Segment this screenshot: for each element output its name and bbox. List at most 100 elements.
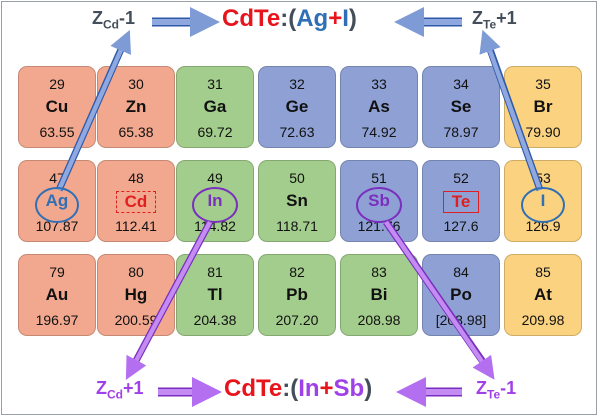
atomic-mass: 126.9 xyxy=(525,218,561,234)
atomic-mass: 208.98 xyxy=(357,312,401,328)
element-symbol: Zn xyxy=(125,97,147,116)
host-compound: CdTe xyxy=(224,375,283,402)
element-symbol: Se xyxy=(450,97,472,116)
element-symbol-boxed: Cd xyxy=(115,191,157,213)
element-symbol: Au xyxy=(45,285,69,304)
element-tile-se: 34 Se 78.97 xyxy=(422,66,500,148)
element-tile-ge: 32 Ge 72.63 xyxy=(258,66,336,148)
element-tile-zn: 30 Zn 65.38 xyxy=(97,66,175,148)
atomic-mass: 204.38 xyxy=(193,312,237,328)
element-tile-ga: 31 Ga 69.72 xyxy=(176,66,254,148)
element-symbol: Tl xyxy=(207,285,223,304)
atomic-number: 48 xyxy=(128,170,144,186)
atomic-number: 34 xyxy=(453,76,469,92)
atomic-number: 79 xyxy=(49,264,65,280)
arrow-sb-to-zte xyxy=(384,220,495,380)
atomic-mass: 209.98 xyxy=(521,312,565,328)
atomic-number: 82 xyxy=(289,264,305,280)
atomic-number: 32 xyxy=(289,76,305,92)
element-symbol: Pb xyxy=(286,285,308,304)
circle-in xyxy=(192,187,238,223)
element-symbol: I xyxy=(540,191,546,210)
z-te-plus-label: ZTe+1 xyxy=(472,8,517,32)
element-tile-cd: 48 Cd 112.41 xyxy=(97,160,175,242)
z-te-minus-label: ZTe-1 xyxy=(476,378,517,402)
atomic-number: 49 xyxy=(207,170,223,186)
eq-colon: :( xyxy=(282,375,299,402)
circle-sb xyxy=(356,187,402,223)
arrow-ag-to-zcd xyxy=(56,29,132,191)
atomic-number: 33 xyxy=(371,76,387,92)
atomic-number: 84 xyxy=(453,264,469,280)
element-symbol: Ga xyxy=(203,97,227,116)
atomic-mass: 118.71 xyxy=(276,218,318,234)
element-symbol: As xyxy=(368,97,390,116)
z-cd-minus-label: ZCd-1 xyxy=(92,8,136,32)
atomic-number: 51 xyxy=(371,170,387,186)
host-compound: CdTe xyxy=(222,5,281,32)
atomic-mass: 65.38 xyxy=(118,124,154,140)
element-tile-pb: 82 Pb 207.20 xyxy=(258,254,336,336)
element-symbol: Ge xyxy=(285,97,309,116)
atomic-number: 81 xyxy=(207,264,223,280)
eq-close: ) xyxy=(348,5,357,32)
element-tile-au: 79 Au 196.97 xyxy=(18,254,96,336)
dopant-b: Sb xyxy=(333,375,365,402)
atomic-mass: 69.72 xyxy=(197,124,233,140)
z-cd-plus-label: ZCd+1 xyxy=(96,378,144,402)
element-tile-sb: 51 Sb 121.76 xyxy=(340,160,418,242)
atomic-mass: 196.97 xyxy=(35,312,79,328)
atomic-number: 30 xyxy=(128,76,144,92)
element-symbol: Sb xyxy=(368,191,390,210)
atomic-mass: 79.90 xyxy=(525,124,561,140)
atomic-mass: 72.63 xyxy=(279,124,315,140)
atomic-number: 85 xyxy=(535,264,551,280)
element-tile-hg: 80 Hg 200.59 xyxy=(97,254,175,336)
element-tile-te: 52 Te 127.6 xyxy=(422,160,500,242)
atomic-mass: 74.92 xyxy=(361,124,397,140)
atomic-mass: 127.6 xyxy=(443,218,479,234)
atomic-mass: 112.41 xyxy=(115,218,157,234)
element-symbol: At xyxy=(534,285,552,304)
atomic-number: 31 xyxy=(207,76,223,92)
atomic-number: 29 xyxy=(49,76,65,92)
atomic-mass: 78.97 xyxy=(443,124,479,140)
element-symbol: Cu xyxy=(45,97,69,116)
dopant-b: I xyxy=(342,5,349,32)
element-tile-as: 33 As 74.92 xyxy=(340,66,418,148)
eq-colon: :( xyxy=(280,5,297,32)
element-tile-i: 53 I 126.9 xyxy=(504,160,582,242)
atomic-mass: 207.20 xyxy=(275,312,319,328)
dopant-a: In xyxy=(298,375,320,402)
atomic-number: 35 xyxy=(535,76,551,92)
dopant-a: Ag xyxy=(296,5,329,32)
atomic-mass: 107.87 xyxy=(35,218,79,234)
element-symbol: Bi xyxy=(370,285,388,304)
element-symbol: Hg xyxy=(124,285,148,304)
element-tile-bi: 83 Bi 208.98 xyxy=(340,254,418,336)
atomic-number: 80 xyxy=(128,264,144,280)
arrow-i-to-zte xyxy=(479,29,543,191)
plus-sign: + xyxy=(319,375,334,402)
plus-sign: + xyxy=(328,5,343,32)
element-symbol: In xyxy=(207,191,223,210)
circle-i xyxy=(521,187,565,223)
element-symbol-boxed: Te xyxy=(442,191,480,213)
atomic-number: 50 xyxy=(289,170,305,186)
atomic-number: 52 xyxy=(453,170,469,186)
atomic-mass: 63.55 xyxy=(39,124,75,140)
element-symbol: Sn xyxy=(286,191,308,210)
bottom-equation: CdTe:(In+Sb) xyxy=(224,375,372,403)
element-tile-sn: 50 Sn 118.71 xyxy=(258,160,336,242)
element-symbol: Po xyxy=(450,285,472,304)
element-symbol: Br xyxy=(533,97,553,116)
element-symbol: Ag xyxy=(45,191,69,210)
arrow-in-to-zcd xyxy=(125,220,212,380)
circle-ag xyxy=(35,187,79,223)
atomic-mass: 200.59 xyxy=(114,312,158,328)
top-equation: CdTe:(Ag+I) xyxy=(222,5,357,33)
eq-close: ) xyxy=(364,375,373,402)
atomic-number: 83 xyxy=(371,264,387,280)
